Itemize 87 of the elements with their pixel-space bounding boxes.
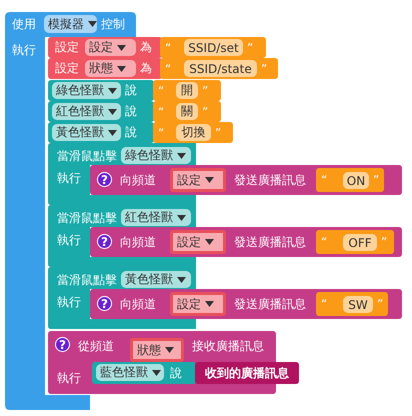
block-label: 執行 [57,170,81,186]
block-label: 接收廣播訊息 [192,338,264,354]
broadcast-block [90,289,402,319]
block-label: 說 [125,82,137,98]
block-label: 當滑鼠點擊 [57,272,117,288]
dropdown: 狀態 [130,338,184,362]
block-label: 說 [170,365,182,381]
block-label: 發送廣播訊息 [234,234,306,250]
quote-mark: “ [158,124,164,140]
say-block [48,101,154,122]
dropdown: 設定 [170,292,226,316]
dropdown: 綠色怪獸 [121,147,191,164]
help-badge: ? [97,234,112,249]
dropdown: 紅色怪獸 [52,103,121,120]
block-label: 執行 [57,294,81,310]
text-block [316,168,384,192]
block-label: 設定 [55,39,79,55]
dropdown: 狀態 [85,60,136,77]
text-block [153,80,221,101]
block-label: 從頻道 [78,338,114,354]
text-block [160,58,278,79]
dropdown: 藍色怪獸 [96,364,164,381]
text-block [153,101,221,122]
help-badge: ? [55,337,70,352]
message-value-block: 收到的廣播訊息 [195,362,299,384]
block-label: 為 [140,60,152,76]
quote-mark: “ [321,296,328,312]
text-value: SW [343,296,373,313]
block-label: 說 [125,103,137,119]
help-badge: ? [97,172,112,187]
quote-mark: ” [373,172,380,188]
broadcast-block [90,227,402,257]
quote-mark: “ [321,172,328,188]
quote-mark: ” [202,82,208,98]
say-block [48,80,154,101]
text-block [316,230,394,254]
quote-mark: ” [381,234,388,250]
set-variable-block [48,37,162,58]
text-value: ON [343,172,369,189]
broadcast-block [48,331,276,394]
say-block [92,362,196,384]
text-block [316,292,388,316]
quote-mark: ” [215,124,222,140]
say-block [48,122,154,143]
block-label: 執行 [57,370,81,386]
block-label: 向頻道 [120,172,156,188]
text-value: OFF [343,234,377,251]
quote-mark: “ [165,40,172,56]
quote-mark: ” [202,104,208,120]
block-label: 當滑鼠點擊 [57,210,117,226]
text-value: 開 [176,82,198,99]
quote-mark: ” [261,60,268,76]
dropdown: 模擬器 [44,15,97,33]
quote-mark: “ [165,60,172,76]
quote-mark: ” [377,296,384,312]
quote-mark: “ [158,104,164,120]
dropdown: 紅色怪獸 [121,209,191,226]
set-variable-block [48,58,162,79]
quote-mark: “ [321,234,328,250]
help-badge: ? [97,296,112,311]
text-value: 切換 [176,124,211,141]
block-label: 執行 [12,42,36,58]
dropdown: 設定 [170,168,226,192]
text-value: SSID/state [184,60,257,77]
broadcast-block [90,165,402,195]
text-block [160,37,266,58]
quote-mark: ” [247,40,254,56]
block-label: 向頻道 [120,234,156,250]
dropdown: 黃色怪獸 [121,271,191,288]
block-label: 發送廣播訊息 [234,172,306,188]
dropdown: 設定 [170,230,226,254]
block-label: 當滑鼠點擊 [57,148,117,164]
dropdown: 綠色怪獸 [52,82,121,99]
block-label: 設定 [55,60,79,76]
quote-mark: “ [158,82,164,98]
dropdown: 黃色怪獸 [52,124,121,141]
block-label: 使用 [12,16,36,32]
block-label: 為 [140,39,152,55]
block-label: 發送廣播訊息 [234,296,306,312]
dropdown: 設定 [85,39,136,56]
text-value: 關 [176,103,198,120]
text-block [153,122,233,143]
block-label: 控制 [101,16,125,32]
block-label: 向頻道 [120,296,156,312]
block-label: 說 [125,124,137,140]
block-label: 執行 [57,232,81,248]
text-value: SSID/set [184,39,243,56]
